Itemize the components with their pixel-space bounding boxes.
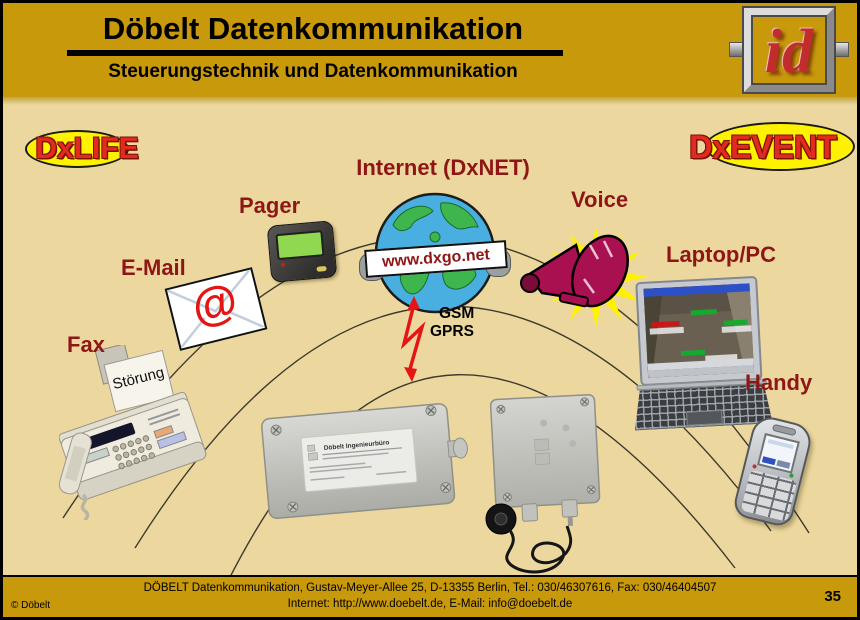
pager-icon [266,220,338,283]
gsm-text: GSM [439,305,475,322]
dxevent-text: DxEVENT [689,129,837,165]
page-number: 35 [824,588,841,605]
laptop-screen [635,275,763,387]
header-fade [3,97,857,105]
logo-id-text: id [764,17,814,86]
status-label [721,325,752,333]
phone-earpiece [771,423,797,437]
company-logo: id [729,6,849,94]
voice-label: Voice [571,187,629,212]
antenna-box-icon [485,393,601,574]
handy-label: Handy [745,370,813,395]
dxevent-ellipse [705,122,855,171]
gprs-text: GPRS [430,323,474,340]
status-bar-green [690,309,717,316]
status-bar-green [680,349,706,356]
phone-green-key [789,473,794,479]
footer-address: DÖBELT Datenkommunikation, Gustav-Meyer-… [143,582,717,594]
header: Döbelt Datenkommunikation Steuerungstech… [3,3,857,97]
page-title: Döbelt Datenkommunikation [102,11,524,46]
globe-banner-text: www.dxgo.net [381,246,491,271]
dxlife-badge: DxLIFE [17,125,157,175]
title-underline [67,50,563,56]
laptop-display [643,283,755,378]
phone-screen [756,432,800,474]
dxevent-badge: DxEVENT [663,117,857,175]
phone-keypad [740,469,798,522]
fax-cord [80,493,90,520]
antenna-cable [505,525,573,574]
fax-machine-icon: Störung [59,345,207,520]
status-label [649,326,684,335]
logo-frame [744,8,834,92]
internet-label: Internet (DxNET) [356,155,530,180]
pager-screen [275,230,325,261]
cable-gland [521,503,539,522]
telemetry-box-icon: Döbelt Ingenieurbüro [261,403,468,520]
pager-button [316,265,327,272]
mobile-phone-icon [731,413,815,529]
phone-red-key [752,463,757,469]
laptop-touchpad [686,409,723,426]
footer-contact: Internet: http://www.doebelt.de, E-Mail:… [287,598,573,610]
gsm-gprs-label: GSM GPRS [430,305,474,341]
laptop-label: Laptop/PC [666,242,776,267]
footer: DÖBELT Datenkommunikation, Gustav-Meyer-… [3,575,857,617]
email-label: E-Mail [121,255,186,280]
dxlife-ellipse [25,130,129,168]
laptop-titlebar [643,283,750,297]
fax-label: Fax [67,332,105,357]
laptop-icon [627,275,773,430]
pager-led [280,262,286,267]
cable-gland [561,499,578,518]
footer-copyright: © Döbelt [11,600,51,611]
page-subtitle: Steuerungstechnik und Datenkommunikation [108,61,518,82]
pager-label: Pager [239,193,301,218]
dxlife-text: DxLIFE [35,132,139,165]
